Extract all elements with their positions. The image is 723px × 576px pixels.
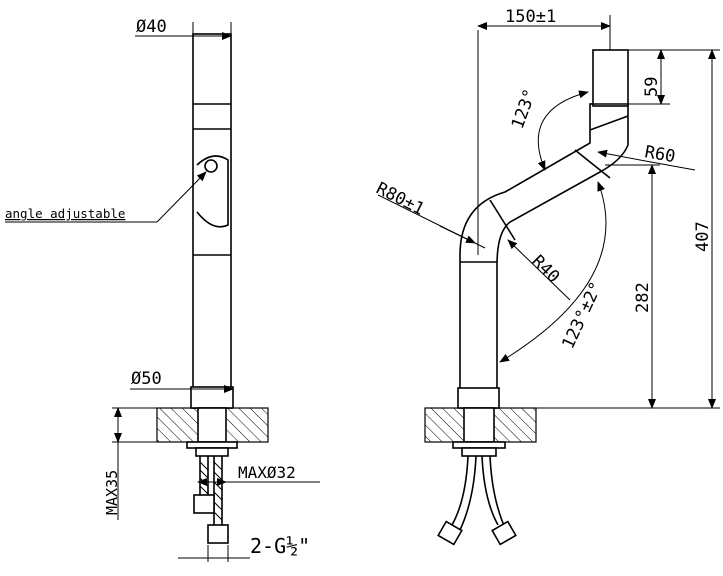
hose-thread-label: 2-G½": [250, 534, 310, 558]
supply-hose-left: [199, 456, 223, 525]
side-view: 150±1 59 407 282 R60 123° R80±1 R40 123°…: [373, 7, 720, 546]
radius-r40-label: R40: [527, 251, 563, 287]
angle-adjustable-label: angle adjustable: [5, 206, 125, 221]
radius-r80-label: R80±1: [373, 179, 428, 220]
max-hole-label: MAXØ32: [238, 463, 296, 482]
supply-hose-right: [451, 455, 507, 531]
spout-outlet-height-label: 282: [633, 282, 653, 313]
max-thickness-label: MAX35: [103, 470, 121, 515]
top-diameter-label: Ø40: [136, 17, 167, 37]
total-height-label: 407: [693, 221, 713, 252]
reach-label: 150±1: [505, 7, 556, 27]
radius-r60-label: R60: [643, 142, 677, 167]
base-diameter-label: Ø50: [131, 369, 162, 389]
angle-range-label: 123°±2°: [558, 279, 606, 352]
spout-height-label: 59: [642, 77, 662, 97]
front-view: Ø40 angle adjustable Ø50 MAX35 MAXØ32 2-…: [5, 17, 320, 562]
angle-top-label: 123°: [508, 86, 541, 131]
lever-joint: [196, 155, 229, 228]
faucet-body: [192, 33, 232, 409]
